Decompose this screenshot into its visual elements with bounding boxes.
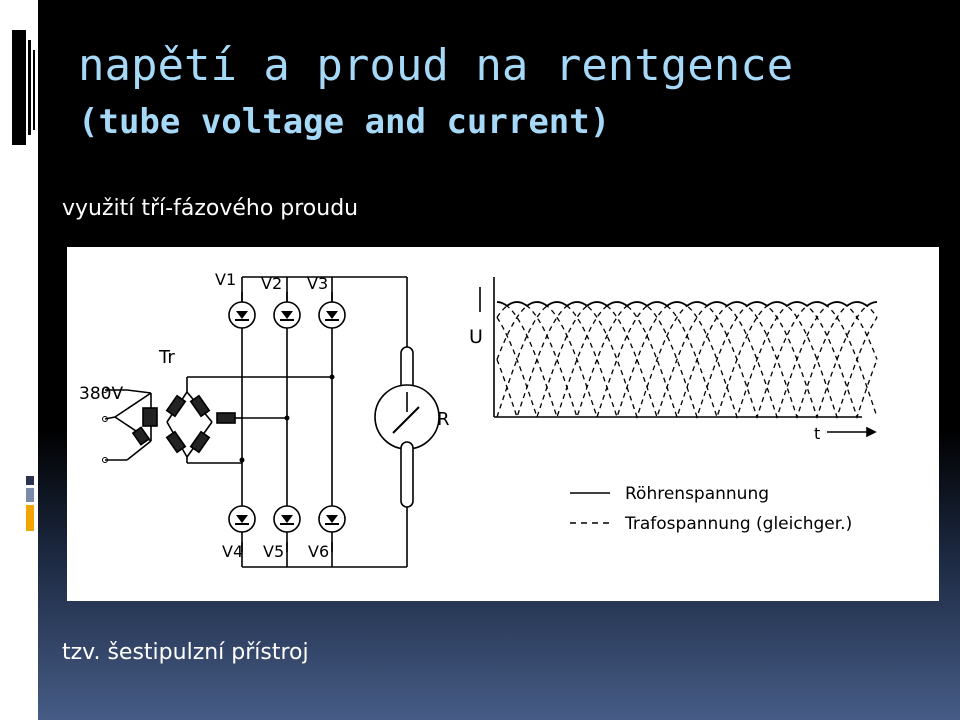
graph-axes [479, 277, 877, 438]
diode-label-v5: V5 [263, 542, 284, 561]
dashed-phase-curve-1 [496, 301, 878, 420]
dashed-phase-curve-5 [496, 301, 878, 420]
solid-envelope-curve [496, 301, 878, 307]
slide-subtitle: (tube voltage and current) [78, 102, 611, 142]
dashed-phase-curve-3 [496, 301, 878, 420]
diode-label-v3: V3 [307, 274, 328, 293]
bullet-six-pulse: tzv. šestipulzní přístroj [62, 640, 309, 665]
diode-label-v2: V2 [261, 274, 282, 293]
legend-dashed-label: Trafospannung (gleichger.) [624, 514, 852, 534]
bullet-three-phase: využití tří-fázového proudu [62, 196, 359, 221]
diode-label-v1: V1 [215, 270, 236, 289]
diode-group-bottom [228, 505, 346, 533]
decorative-bars-bottom [26, 476, 38, 536]
slide-title: napětí a proud na rentgence [78, 40, 794, 91]
legend-solid-label: Röhrenspannung [625, 484, 769, 504]
graph-y-axis-label: U [469, 326, 483, 348]
dashed-phase-curve-2 [496, 301, 878, 420]
graph-x-axis-label: t [814, 424, 820, 443]
xray-tube-icon [374, 346, 440, 508]
waveform-curves [496, 301, 878, 420]
transformer-label: Tr [158, 347, 175, 368]
circuit-svg: 380V Tr R V1 V2 V3 V4 V5 V6 U t Röhrensp… [79, 270, 878, 568]
tube-label: R [437, 409, 450, 430]
diode-group-top [228, 301, 346, 329]
dashed-phase-curve-4 [496, 301, 878, 420]
diode-label-v4: V4 [222, 542, 243, 561]
dashed-phase-curve-6 [496, 301, 878, 420]
diode-label-v6: V6 [308, 542, 329, 561]
circuit-figure: 380V Tr R V1 V2 V3 V4 V5 V6 U t Röhrensp… [67, 247, 939, 601]
voltage-label: 380V [79, 384, 123, 404]
decorative-bars-top [12, 30, 38, 145]
legend-lines [570, 492, 610, 524]
